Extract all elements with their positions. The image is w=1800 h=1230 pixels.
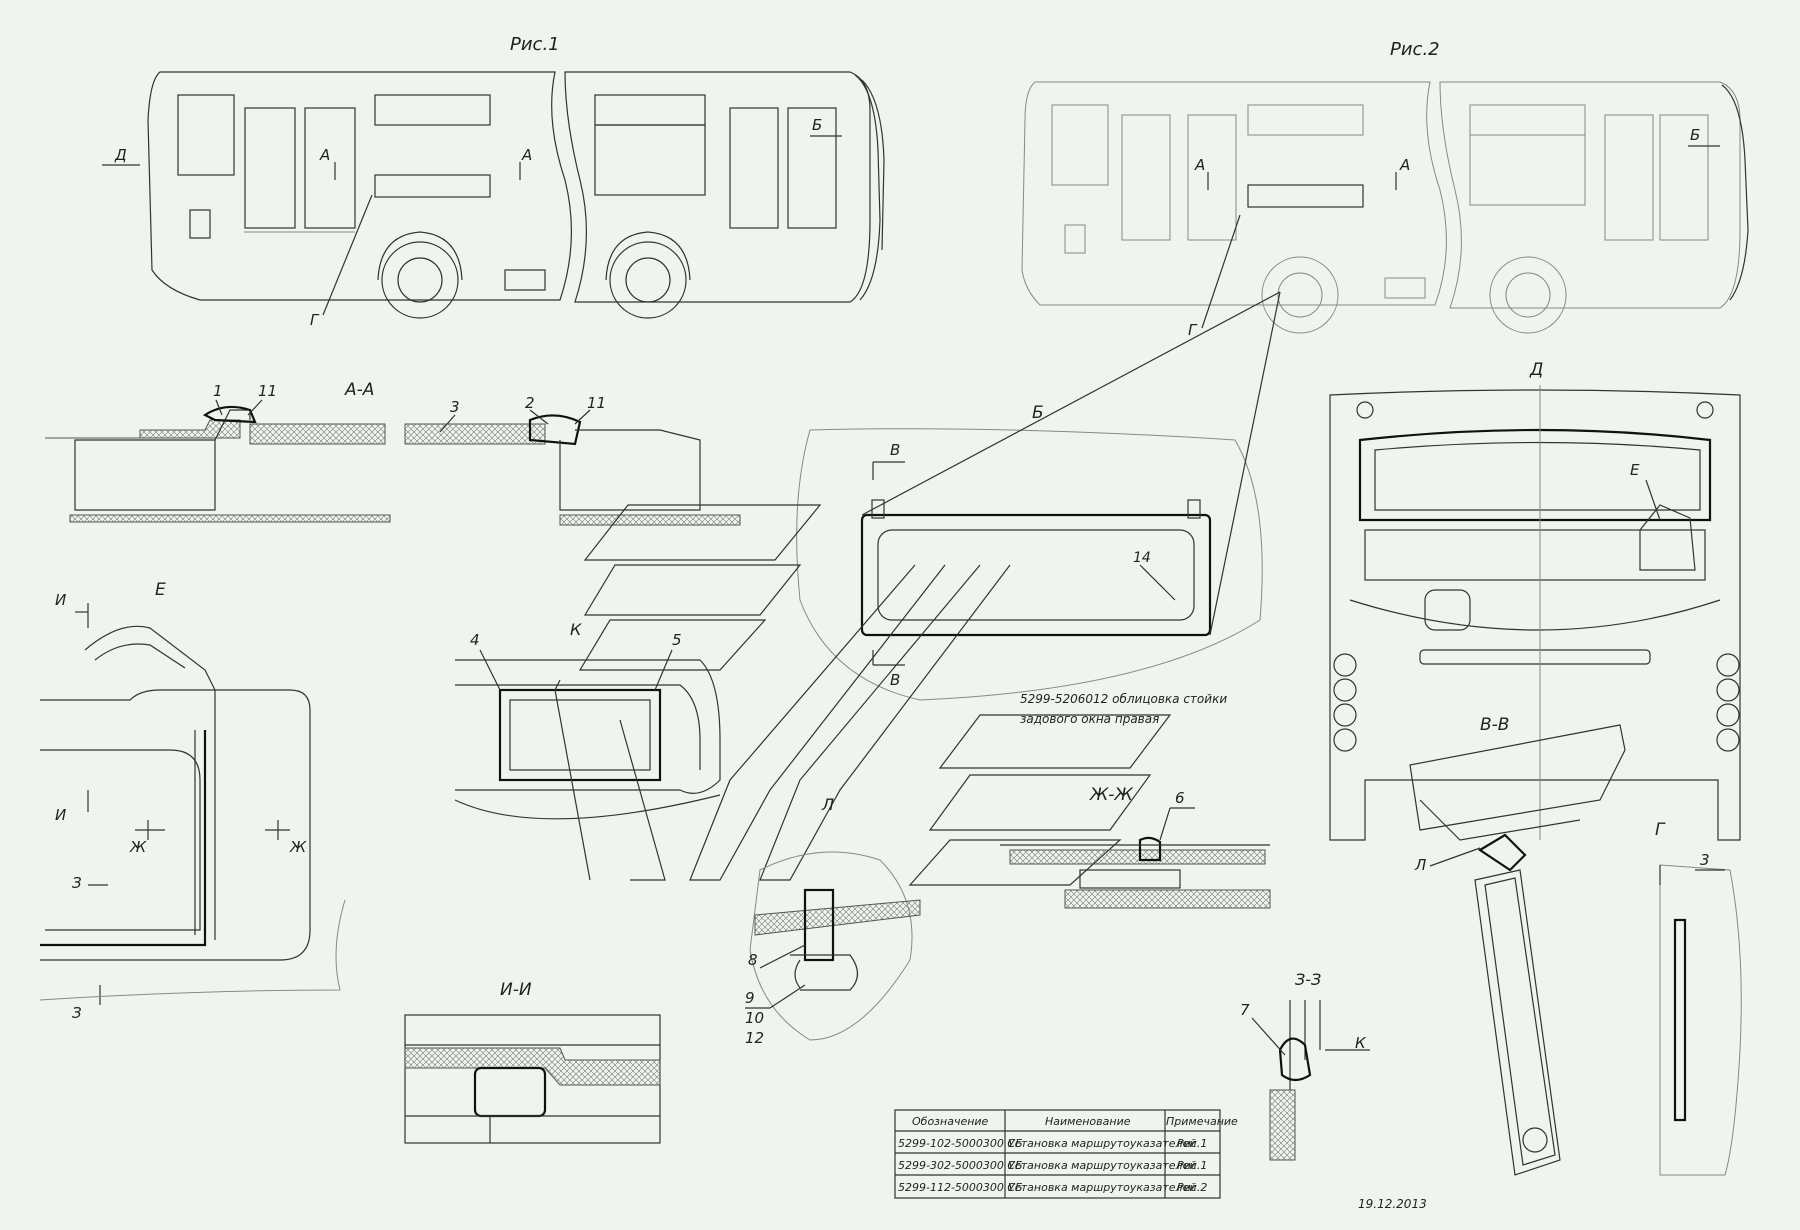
note-part-2: задового окна правая <box>1020 712 1159 726</box>
view-K: К 4 5 <box>454 620 721 820</box>
section-Z-Z: З-З 7 К <box>1240 970 1370 1161</box>
callout-4: 4 <box>470 631 480 649</box>
callout-3: 3 <box>450 398 460 416</box>
view-D-title: Д <box>1529 360 1543 380</box>
bus-figure-1: Рис.1 Д А А Б Г <box>102 34 885 329</box>
view-E-title: Е <box>155 580 166 600</box>
marker-Zh-l: Ж <box>129 838 147 856</box>
rear-lights-right <box>1716 653 1740 752</box>
marker-D-left: Д <box>114 146 127 164</box>
view-D: Д Е <box>1329 360 1741 841</box>
callout-1: 1 <box>213 382 223 400</box>
fig1-title: Рис.1 <box>510 34 560 55</box>
table-header-designation: Обозначение <box>912 1115 989 1128</box>
table-row3-name: Установка маршрутоуказателей <box>1008 1181 1197 1194</box>
section-A-A-title: А-А <box>344 380 374 400</box>
section-I-I-title: И-И <box>500 980 532 1000</box>
callout-2: 2 <box>525 394 535 412</box>
callout-3b: 3 <box>1700 851 1710 869</box>
callout-9a: 11 <box>258 382 277 400</box>
callout-9b: 11 <box>587 394 606 412</box>
table-row2-name: Установка маршрутоуказателей <box>1008 1159 1197 1172</box>
section-A-A: А-А 1 11 3 2 11 <box>45 380 741 526</box>
marker-A-2b: А <box>1399 156 1410 174</box>
view-K-title: К <box>570 620 582 639</box>
marker-L: Л <box>1414 856 1426 874</box>
marker-V-bot: В <box>890 671 900 689</box>
callout-5: 5 <box>672 631 682 649</box>
marker-Z-mid: З <box>72 874 82 892</box>
section-Zh-Zh-title: Ж-Ж <box>1089 785 1133 805</box>
marker-I-top: И <box>55 591 66 609</box>
marker-K: К <box>1355 1034 1367 1052</box>
callout-10: 9 <box>745 989 755 1007</box>
view-E: Е И И Ж Ж З З <box>39 580 346 1022</box>
section-G: Г 3 <box>1655 820 1742 1176</box>
callout-12: 12 <box>745 1029 764 1047</box>
table-row2-note: Рис.1 <box>1177 1159 1207 1172</box>
callout-8: 8 <box>748 951 758 969</box>
marker-B-1: Б <box>812 116 822 134</box>
rear-lights-left <box>1333 653 1357 752</box>
view-L-title: Л <box>821 795 834 814</box>
callout-14: 14 <box>1133 550 1151 566</box>
table-row2-designation: 5299-302-5000300 СБ <box>898 1159 1023 1172</box>
marker-Z-bot: З <box>72 1004 82 1022</box>
section-B: Б В В 14 5299-5206012 облицовка стойки з… <box>796 291 1281 726</box>
table-row3-note: Рис.2 <box>1177 1181 1207 1194</box>
table-row1-note: Рис.1 <box>1177 1137 1207 1150</box>
section-I-I: И-И <box>404 980 661 1144</box>
marker-A-1b: А <box>521 146 532 164</box>
marker-Zh-r: Ж <box>289 838 307 856</box>
marker-E: Е <box>1630 461 1640 479</box>
section-V-V-title: В-В <box>1480 715 1509 735</box>
marker-I-mid: И <box>55 806 66 824</box>
marker-A-1a: А <box>319 146 330 164</box>
view-L: Л 8 9 10 12 <box>745 795 921 1047</box>
callout-7: 7 <box>1240 1001 1250 1019</box>
drawing-date: 19.12.2013 <box>1358 1197 1427 1211</box>
section-Zh-Zh: Ж-Ж 6 <box>1000 785 1271 909</box>
marker-A-2a: А <box>1194 156 1205 174</box>
marker-V-top: В <box>890 441 900 459</box>
bus-figure-2: Рис.2 А А Б Г <box>1021 39 1749 339</box>
section-B-title: Б <box>1032 403 1044 423</box>
marker-B-2: Б <box>1690 126 1700 144</box>
fig2-title: Рис.2 <box>1390 39 1440 60</box>
callout-11: 10 <box>745 1009 764 1027</box>
section-V-V: В-В Л <box>1409 715 1626 1176</box>
marker-G-1: Г <box>310 311 320 329</box>
table-row1-designation: 5299-102-5000300 СБ <box>898 1137 1023 1150</box>
callout-6: 6 <box>1175 789 1185 807</box>
table-row1-name: Установка маршрутоуказателей <box>1008 1137 1197 1150</box>
watermark-stair-graphic <box>554 504 1172 886</box>
section-G-title: Г <box>1655 820 1666 840</box>
table-row3-designation: 5299-112-5000300 СБ <box>898 1181 1023 1194</box>
marker-G-2: Г <box>1188 321 1198 339</box>
section-Z-Z-title: З-З <box>1295 970 1321 989</box>
table-header-name: Наименование <box>1045 1115 1131 1128</box>
spec-table: Обозначение Наименование Примечание 5299… <box>894 1109 1238 1199</box>
table-header-note: Примечание <box>1166 1115 1238 1128</box>
note-part: 5299-5206012 облицовка стойки <box>1020 692 1227 706</box>
